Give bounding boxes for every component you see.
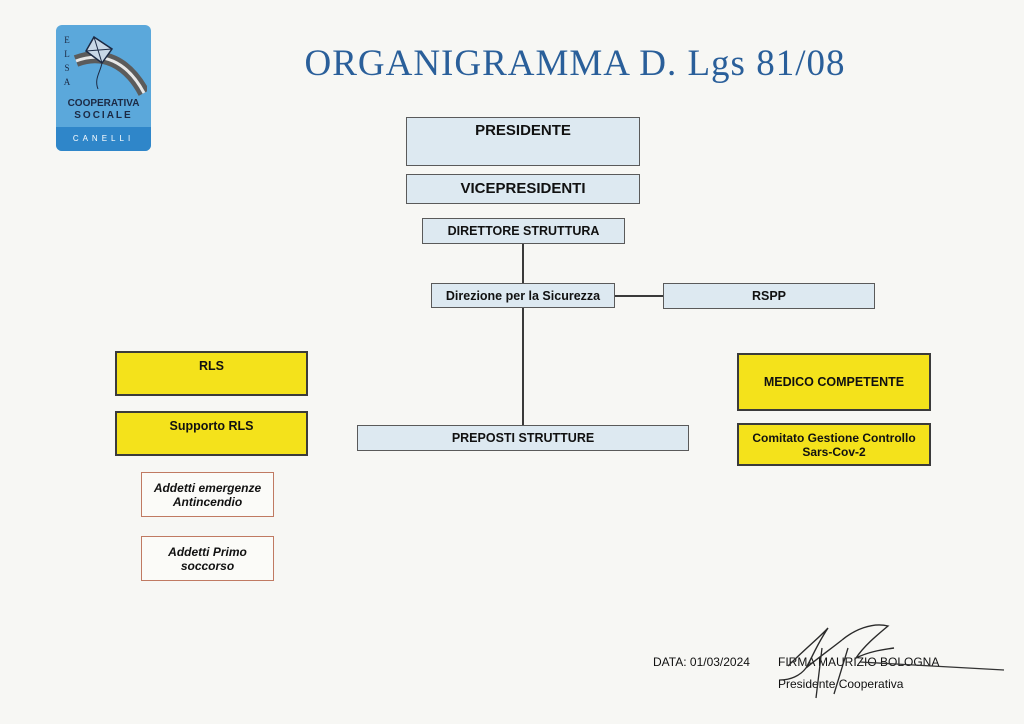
node-addetti-emergenze: Addetti emergenze Antincendio [141, 472, 274, 517]
node-rspp: RSPP [663, 283, 875, 309]
logo-vertical-letters: E L S A [62, 35, 72, 87]
node-vicepresidenti: VICEPRESIDENTI [406, 174, 640, 204]
handwritten-signature [779, 624, 1005, 699]
node-comitato-gestione: Comitato Gestione Controllo Sars-Cov-2 [737, 423, 931, 466]
kite-icon [73, 35, 147, 96]
page-title: ORGANIGRAMMA D. Lgs 81/08 [304, 43, 846, 84]
connector-vertical-lower [522, 307, 524, 426]
document-date: DATA: 01/03/2024 [653, 655, 750, 669]
node-preposti-strutture: PREPOSTI STRUTTURE [357, 425, 689, 451]
node-supporto-rls: Supporto RLS [115, 411, 308, 456]
logo-line1: COOPERATIVA [67, 98, 140, 109]
signer-role: Presidente Cooperativa [778, 677, 904, 691]
logo-letter: S [64, 63, 70, 73]
node-direttore-struttura: DIRETTORE STRUTTURA [422, 218, 625, 244]
node-medico-competente: MEDICO COMPETENTE [737, 353, 931, 411]
node-direzione-sicurezza: Direzione per la Sicurezza [431, 283, 615, 308]
node-presidente: PRESIDENTE [406, 117, 640, 166]
logo-letter: E [64, 35, 70, 45]
connector-vertical-main [522, 244, 524, 284]
logo-line2: SOCIALE [74, 110, 133, 121]
logo-band: CANELLI [56, 127, 151, 151]
node-rls: RLS [115, 351, 308, 396]
logo-letter: L [64, 49, 70, 59]
node-addetti-primo-soccorso: Addetti Primo soccorso [141, 536, 274, 581]
cooperative-logo: E L S A COOPERATIVA SOCIALE CANELLI [56, 25, 151, 151]
connector-horizontal-rspp [614, 295, 664, 297]
logo-letter: A [63, 77, 71, 87]
